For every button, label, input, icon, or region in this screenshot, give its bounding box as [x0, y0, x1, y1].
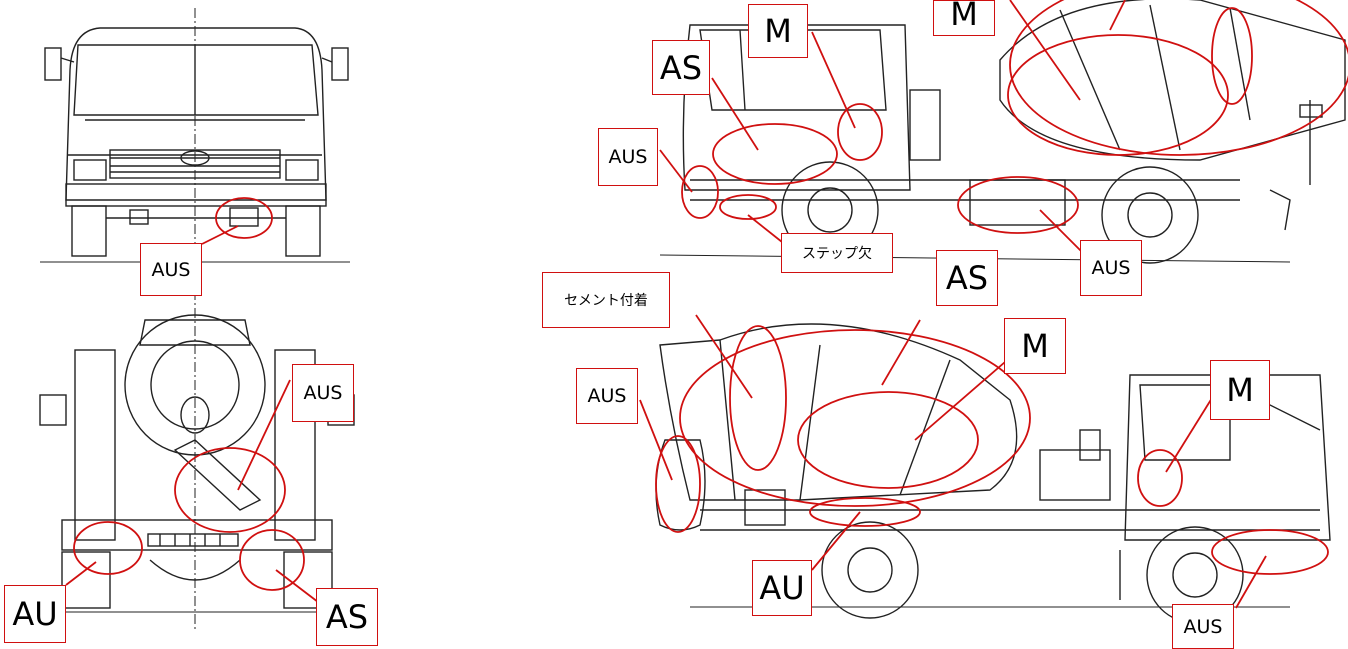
rear-aus-label: AUS	[292, 364, 354, 422]
right-aus-front-label: AUS	[598, 128, 658, 186]
left-aus-front-label: AUS	[1172, 604, 1234, 649]
right-as-label: AS	[652, 40, 710, 95]
annotation-marks	[65, 0, 1348, 609]
right-aus-tank-label: AUS	[1080, 240, 1142, 296]
right-m-top-label: M	[933, 0, 995, 36]
right-step-label: ステップ欠	[781, 233, 893, 273]
rear-au-label: AU	[4, 585, 66, 643]
left-cement-label: セメント付着	[542, 272, 670, 328]
right-side-view-drawing	[659, 0, 1346, 264]
rear-as-label: AS	[316, 588, 378, 646]
left-m-drum-label: M	[1004, 318, 1066, 374]
left-au-label: AU	[752, 560, 812, 616]
left-aus-rear-label: AUS	[576, 368, 638, 424]
left-m-cab-label: M	[1210, 360, 1270, 420]
rear-view-drawing	[30, 290, 370, 632]
left-as-label: AS	[936, 250, 998, 306]
front-aus-label: AUS	[140, 243, 202, 296]
right-m-label: M	[748, 4, 808, 58]
front-view-drawing	[40, 8, 350, 263]
